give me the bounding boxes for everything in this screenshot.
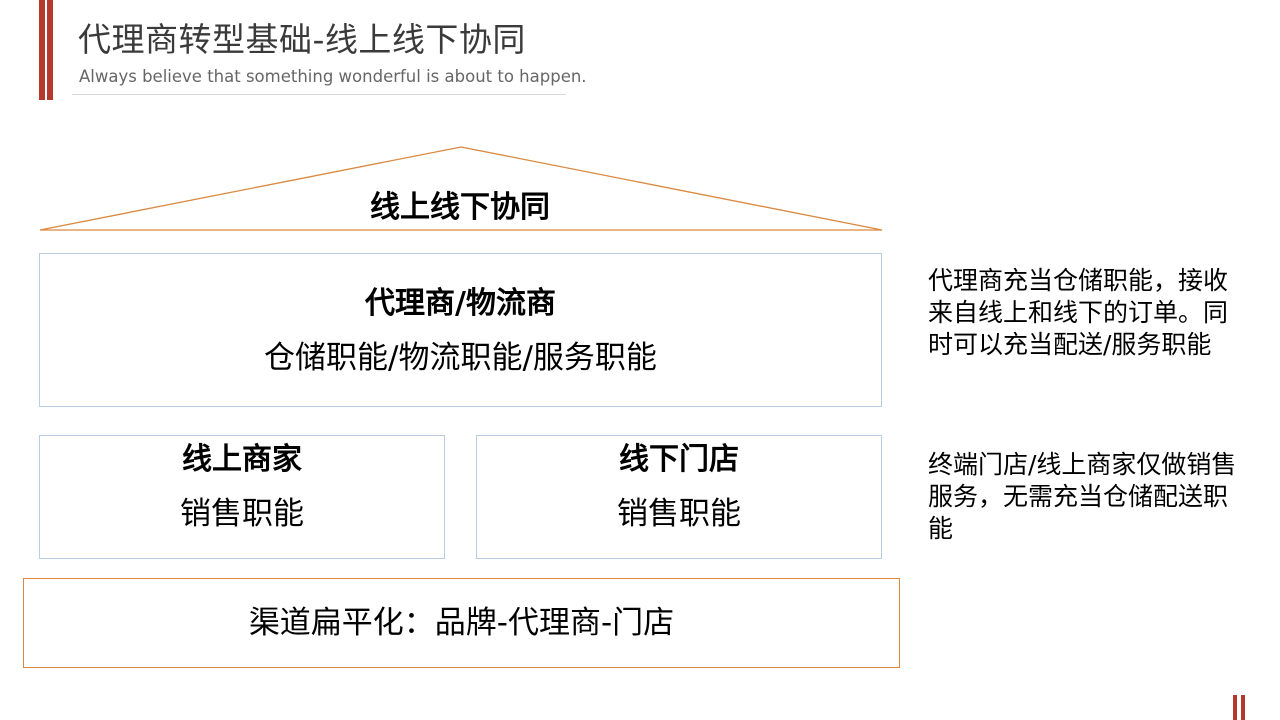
online-merchant-title: 线上商家 [182, 442, 302, 477]
roof-triangle [39, 146, 883, 231]
agent-note: 代理商充当仓储职能，接收来自线上和线下的订单。同时可以充当配送/服务职能 [928, 266, 1229, 359]
channel-box: 渠道扁平化：品牌-代理商-门店 [23, 578, 900, 668]
agent-box-text: 仓储职能/物流职能/服务职能 [264, 340, 657, 376]
accent-bar-bottom-right-2 [1241, 695, 1245, 720]
accent-bar-left-2 [47, 0, 53, 100]
accent-bar-left-1 [39, 0, 45, 100]
page-title: 代理商转型基础-线上线下协同 [78, 20, 526, 59]
online-merchant-box: 线上商家 销售职能 [39, 435, 445, 559]
channel-box-text: 渠道扁平化：品牌-代理商-门店 [248, 605, 675, 641]
title-divider [72, 94, 566, 95]
agent-box: 代理商/物流商 仓储职能/物流职能/服务职能 [39, 253, 882, 407]
stores-note: 终端门店/线上商家仅做销售服务，无需充当仓储配送职能 [928, 450, 1237, 543]
online-merchant-text: 销售职能 [180, 496, 304, 532]
roof-label: 线上线下协同 [370, 190, 550, 225]
page-subtitle: Always believe that something wonderful … [79, 67, 587, 86]
accent-bar-bottom-right-1 [1233, 695, 1237, 720]
offline-store-title: 线下门店 [619, 442, 739, 477]
offline-store-text: 销售职能 [617, 496, 741, 532]
agent-box-title: 代理商/物流商 [365, 286, 556, 321]
offline-store-box: 线下门店 销售职能 [476, 435, 882, 559]
